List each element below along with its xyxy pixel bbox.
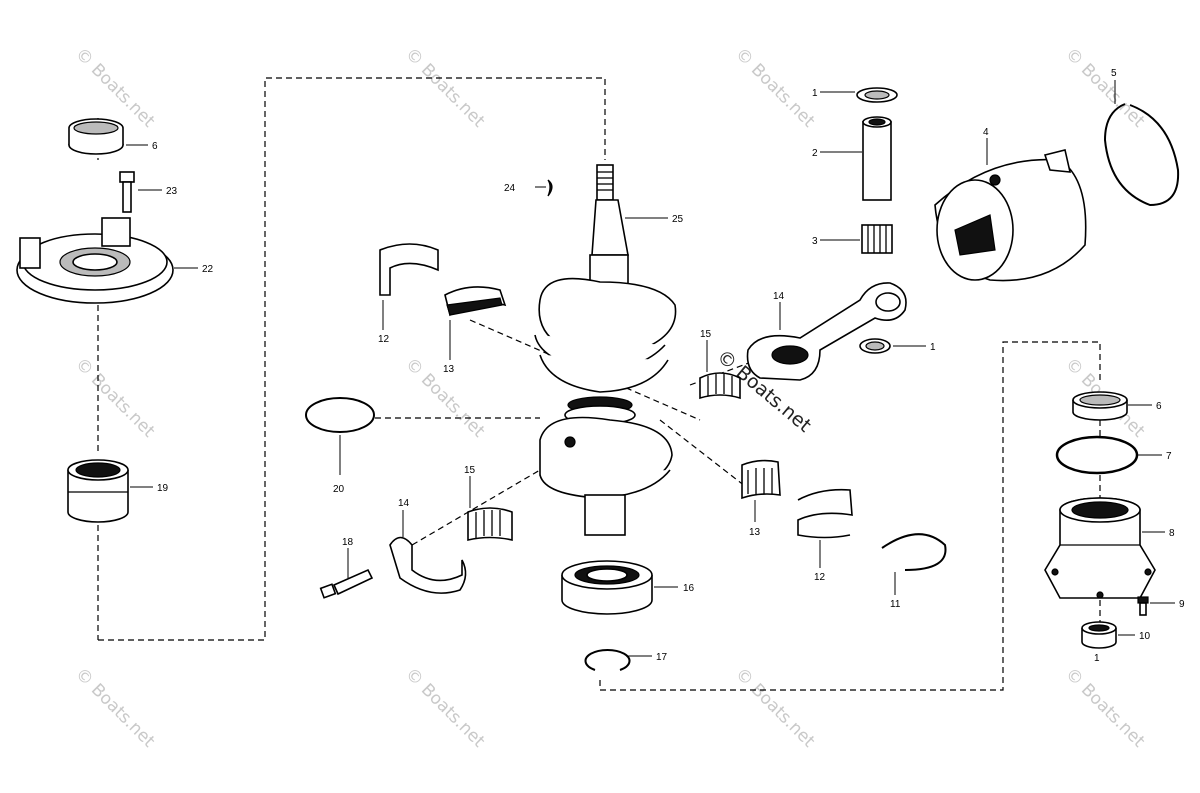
needle-cage-13-right[interactable] xyxy=(741,459,781,500)
label-16: 16 xyxy=(683,583,695,594)
bushing-1-top[interactable] xyxy=(856,87,898,103)
crankshaft-25[interactable] xyxy=(534,164,677,536)
label-13-right: 13 xyxy=(749,527,761,538)
label-9: 9 xyxy=(1179,599,1185,610)
watermark: © Boats.net xyxy=(71,354,159,442)
label-17: 17 xyxy=(656,652,668,663)
connecting-rod-14[interactable] xyxy=(746,282,907,381)
needle-cage-15-lower[interactable] xyxy=(467,507,513,542)
bolt-18[interactable] xyxy=(319,568,374,599)
bearing-housing-8[interactable] xyxy=(1044,497,1156,599)
woodruff-key-24[interactable] xyxy=(547,179,553,197)
label-15-upper: 15 xyxy=(700,329,712,340)
mounting-plate-22[interactable] xyxy=(16,217,174,304)
label-18: 18 xyxy=(342,537,354,548)
label-14-upper: 14 xyxy=(773,291,785,302)
watermark: © Boats.net xyxy=(71,44,159,132)
bolt-23[interactable] xyxy=(119,171,135,213)
label-7: 7 xyxy=(1166,451,1172,462)
piston-ring-5[interactable] xyxy=(1103,103,1180,207)
needle-cage-15-upper[interactable] xyxy=(699,372,741,400)
screw-9[interactable] xyxy=(1137,596,1149,616)
needle-bearing-3[interactable] xyxy=(861,224,893,254)
label-10: 10 xyxy=(1139,631,1151,642)
needle-cage-13-left[interactable] xyxy=(444,286,507,317)
ball-bearing-16[interactable] xyxy=(561,560,653,615)
label-6-top-left: 6 xyxy=(152,141,158,152)
seal-10[interactable] xyxy=(1081,621,1117,649)
bearing-19[interactable] xyxy=(67,459,129,523)
o-ring-7[interactable] xyxy=(1055,435,1139,475)
label-6-right: 6 xyxy=(1156,401,1162,412)
watermark: © Boats.net xyxy=(1061,664,1149,752)
bushing-6-top-left[interactable] xyxy=(68,118,124,155)
rod-cap-14[interactable] xyxy=(389,536,467,594)
label-15-lower: 15 xyxy=(464,465,476,476)
label-14-lower: 14 xyxy=(398,498,410,509)
label-25: 25 xyxy=(672,214,684,225)
label-19: 19 xyxy=(157,483,169,494)
watermark: © Boats.net xyxy=(71,664,159,752)
label-2: 2 xyxy=(812,148,818,159)
snap-ring-11[interactable] xyxy=(881,533,947,571)
ring-20[interactable] xyxy=(305,397,375,433)
label-1-bottom: 1 xyxy=(1094,653,1100,664)
wrist-pin-2[interactable] xyxy=(862,116,892,201)
bushing-1-middle[interactable] xyxy=(859,338,891,354)
label-3: 3 xyxy=(812,236,818,247)
label-13-left: 13 xyxy=(443,364,455,375)
label-20: 20 xyxy=(333,484,345,495)
label-22: 22 xyxy=(202,264,214,275)
bearing-half-12-left[interactable] xyxy=(379,243,439,296)
label-5: 5 xyxy=(1111,68,1117,79)
label-12-right: 12 xyxy=(814,572,826,583)
snap-ring-17[interactable] xyxy=(584,648,631,671)
bushing-6-right[interactable] xyxy=(1072,391,1128,421)
watermark: © Boats.net xyxy=(401,44,489,132)
leader-lines xyxy=(126,80,1175,657)
label-1-middle: 1 xyxy=(930,342,936,353)
label-8: 8 xyxy=(1169,528,1175,539)
label-12-left: 12 xyxy=(378,334,390,345)
watermark: © Boats.net xyxy=(731,664,819,752)
label-23: 23 xyxy=(166,186,178,197)
label-1-top: 1 xyxy=(812,88,818,99)
watermark: © Boats.net xyxy=(1061,44,1149,132)
piston-4[interactable] xyxy=(934,149,1087,282)
watermark: © Boats.net xyxy=(731,44,819,132)
bearing-half-12-right[interactable] xyxy=(797,488,853,539)
label-11: 11 xyxy=(890,599,901,610)
label-24: 24 xyxy=(504,183,516,194)
callout-labels: 6 23 22 19 24 25 12 13 20 14 15 18 16 17… xyxy=(152,68,1185,664)
watermark: © Boats.net xyxy=(401,664,489,752)
label-4: 4 xyxy=(983,127,989,138)
